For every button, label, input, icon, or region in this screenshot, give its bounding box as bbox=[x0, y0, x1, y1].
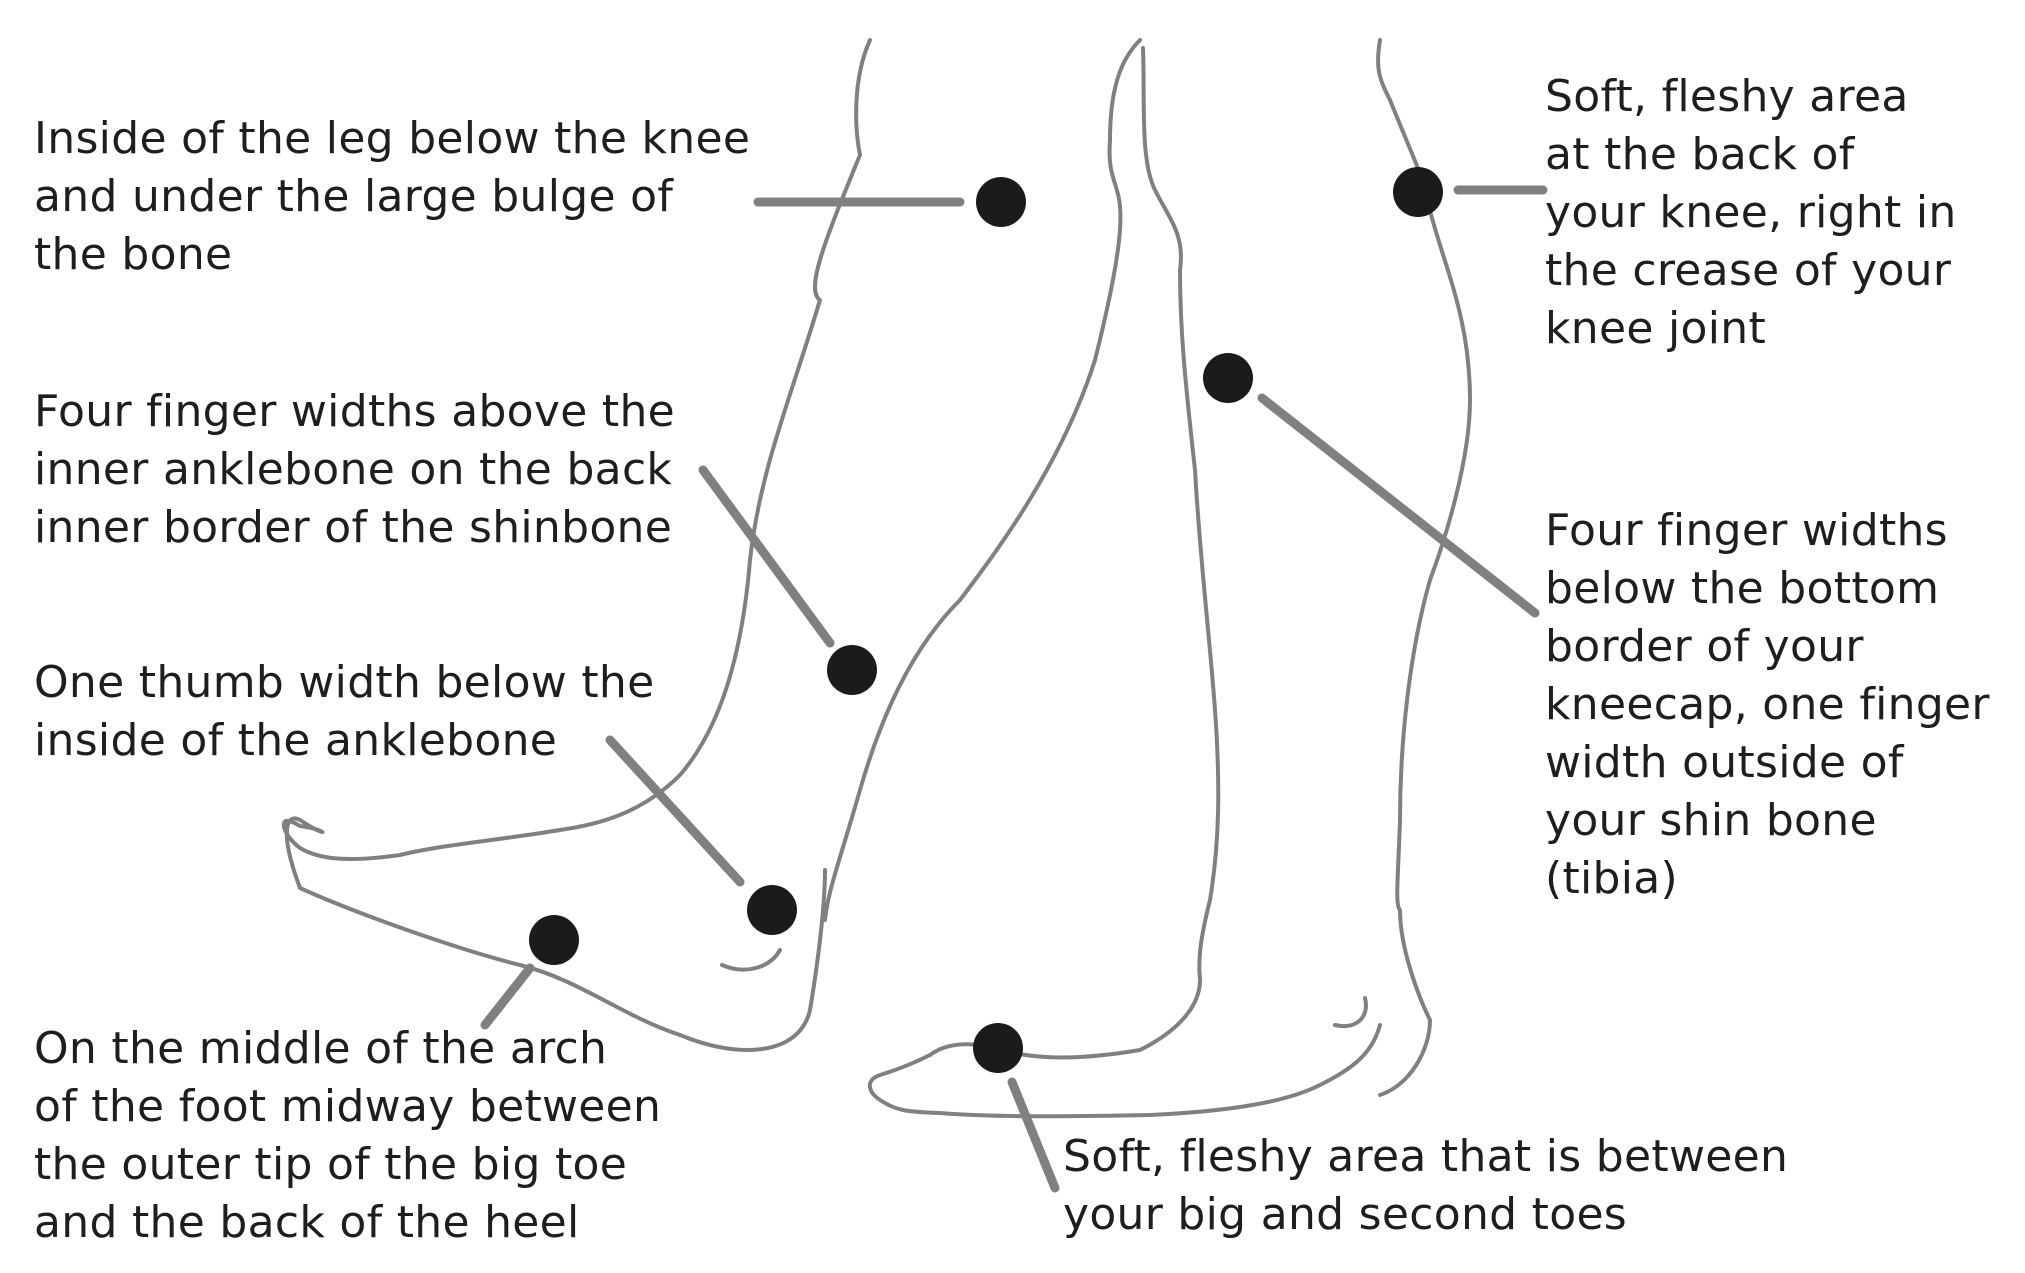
label-line: your big and second toes bbox=[1063, 1189, 1628, 1240]
point-kneecap-below bbox=[1203, 353, 1253, 403]
label-toes: Soft, fleshy area that is between your b… bbox=[1063, 1128, 1788, 1244]
label-ankle-above: Four finger widths above the inner ankle… bbox=[34, 383, 675, 557]
leader-ankle-above bbox=[698, 465, 835, 648]
label-ankle-below: One thumb width below the inside of the … bbox=[34, 654, 654, 770]
label-line: below the bottom bbox=[1545, 563, 1940, 614]
leader-kneecap-below bbox=[1257, 393, 1540, 618]
label-line: at the back of bbox=[1545, 129, 1855, 180]
right-ankle-curve bbox=[1333, 996, 1368, 1029]
left-leg-front-outline bbox=[823, 38, 1142, 922]
label-line: the crease of your bbox=[1545, 245, 1952, 296]
label-line: One thumb width below the bbox=[34, 657, 655, 708]
point-ankle-above bbox=[827, 645, 877, 695]
point-knee-back bbox=[1393, 167, 1443, 217]
label-line: kneecap, one finger bbox=[1545, 679, 1990, 730]
label-line: On the middle of the arch bbox=[34, 1023, 608, 1074]
label-line: (tibia) bbox=[1545, 853, 1679, 904]
left-leg-back-outline bbox=[298, 38, 872, 862]
label-arch: On the middle of the arch of the foot mi… bbox=[34, 1020, 661, 1252]
label-line: and the back of the heel bbox=[34, 1197, 580, 1248]
label-line: Four finger widths bbox=[1545, 505, 1948, 556]
label-line: the bone bbox=[34, 229, 233, 280]
label-line: width outside of bbox=[1545, 737, 1904, 788]
label-knee-inside: Inside of the leg below the knee and und… bbox=[34, 110, 750, 284]
label-line: Soft, fleshy area bbox=[1545, 71, 1909, 122]
point-arch bbox=[529, 915, 579, 965]
label-line: inner border of the shinbone bbox=[34, 502, 673, 553]
label-line: your shin bone bbox=[1545, 795, 1877, 846]
label-line: knee joint bbox=[1545, 303, 1767, 354]
label-knee-back: Soft, fleshy area at the back of your kn… bbox=[1545, 68, 1957, 358]
right-foot-outline bbox=[867, 1023, 1382, 1119]
label-line: and under the large bulge of bbox=[34, 171, 674, 222]
point-knee-inside bbox=[976, 177, 1026, 227]
leader-ankle-below bbox=[605, 735, 745, 887]
right-leg-back-outline bbox=[928, 46, 1221, 1060]
left-ankle-curve bbox=[720, 948, 782, 972]
label-line: Soft, fleshy area that is between bbox=[1063, 1131, 1789, 1182]
leader-toes bbox=[1007, 1077, 1060, 1193]
label-line: Four finger widths above the bbox=[34, 386, 676, 437]
label-line: inner anklebone on the back bbox=[34, 444, 673, 495]
point-toes bbox=[973, 1023, 1023, 1073]
label-line: border of your bbox=[1545, 621, 1864, 672]
label-kneecap-below: Four finger widths below the bottom bord… bbox=[1545, 502, 1990, 908]
label-line: the outer tip of the big toe bbox=[34, 1139, 628, 1190]
leader-arch bbox=[480, 963, 535, 1030]
label-line: your knee, right in bbox=[1545, 187, 1957, 238]
label-line: inside of the anklebone bbox=[34, 715, 558, 766]
label-line: Inside of the leg below the knee bbox=[34, 113, 751, 164]
label-line: of the foot midway between bbox=[34, 1081, 662, 1132]
left-foot-outline bbox=[281, 816, 827, 1052]
point-ankle-below bbox=[747, 885, 797, 935]
